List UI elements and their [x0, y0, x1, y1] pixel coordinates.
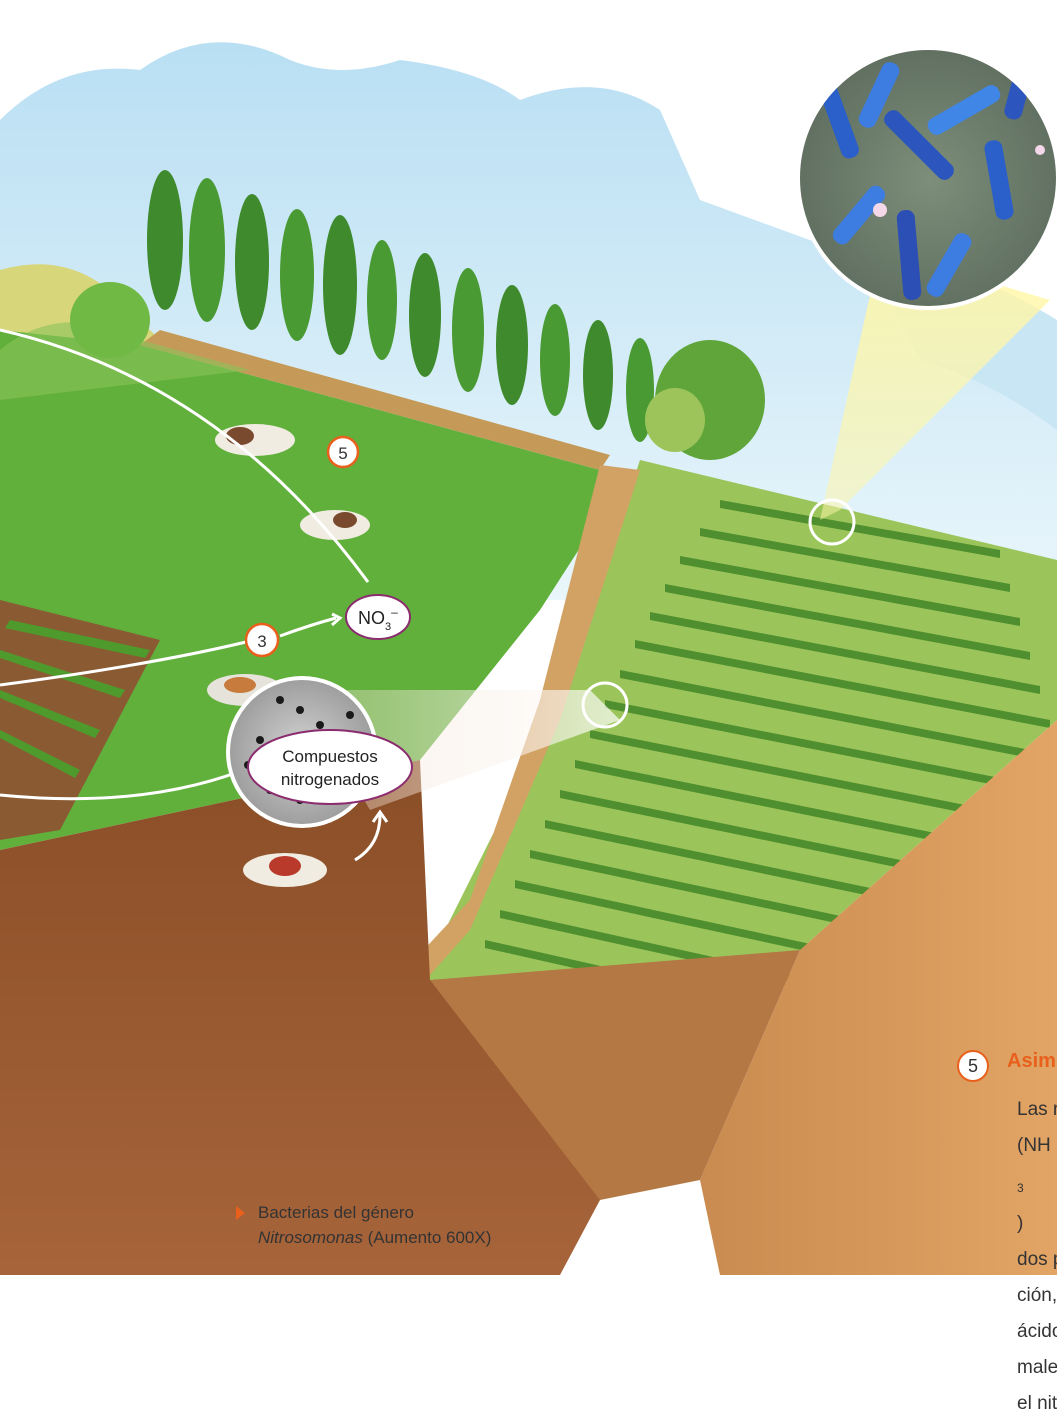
side-step-number: 5: [957, 1050, 989, 1082]
side-line-2: (NH 3): [1017, 1128, 1057, 1242]
nitrate-subscript: 3: [385, 621, 391, 633]
side-line-2-close: ): [1017, 1212, 1024, 1234]
grass-field: [0, 322, 630, 850]
caption-line-2: Nitrosomonas (Aumento 600X): [238, 1225, 538, 1250]
dirt-path: [405, 465, 640, 975]
step-5-badge: 5: [326, 435, 360, 469]
crop-plot: [0, 600, 160, 840]
side-line-4: ción,: [1017, 1284, 1057, 1306]
side-title: Asim: [1007, 1050, 1056, 1072]
magnify-beam-top: [808, 250, 1050, 546]
side-line-2-sub: 3: [1017, 1180, 1024, 1195]
micrograph-caption: Bacterias del género Nitrosomonas (Aumen…: [236, 1200, 538, 1250]
step-5-label: 5: [338, 444, 347, 463]
nitrate-bubble: NO3–: [345, 594, 411, 640]
caption-line-1: Bacterias del género: [258, 1203, 414, 1222]
side-line-2-text: (NH: [1017, 1135, 1051, 1156]
compounds-bubble: Compuestos nitrogenados: [247, 729, 413, 805]
flow-lines: [0, 328, 389, 862]
svg-text:NO3–: NO3–: [358, 605, 398, 633]
soil-block: [0, 720, 1057, 1275]
side-line-6: males: [1017, 1356, 1057, 1378]
side-text-lines: Las ra (NH 3) dos p ción, ácido males el …: [1017, 1092, 1057, 1422]
trees: [70, 170, 765, 460]
side-line-1: Las ra: [1017, 1099, 1057, 1120]
compounds-line-1: Compuestos: [282, 747, 377, 766]
micrograph-rod-bacteria: [796, 46, 1057, 310]
vineyard-rows: [485, 500, 1050, 1010]
side-line-3: dos p: [1017, 1248, 1057, 1270]
caption-magnification: (Aumento 600X): [362, 1228, 492, 1247]
side-line-7: el nitr: [1017, 1392, 1057, 1414]
side-line-5: ácido: [1017, 1320, 1057, 1342]
caption-bullet-icon: [236, 1206, 245, 1220]
nitrate-base: NO: [358, 608, 385, 628]
step-3-label: 3: [257, 632, 266, 651]
nitrate-superscript: –: [391, 605, 398, 619]
caption-genus: Nitrosomonas: [258, 1228, 363, 1247]
compounds-line-2: nitrogenados: [281, 770, 379, 789]
step-3-badge: 3: [244, 622, 280, 658]
